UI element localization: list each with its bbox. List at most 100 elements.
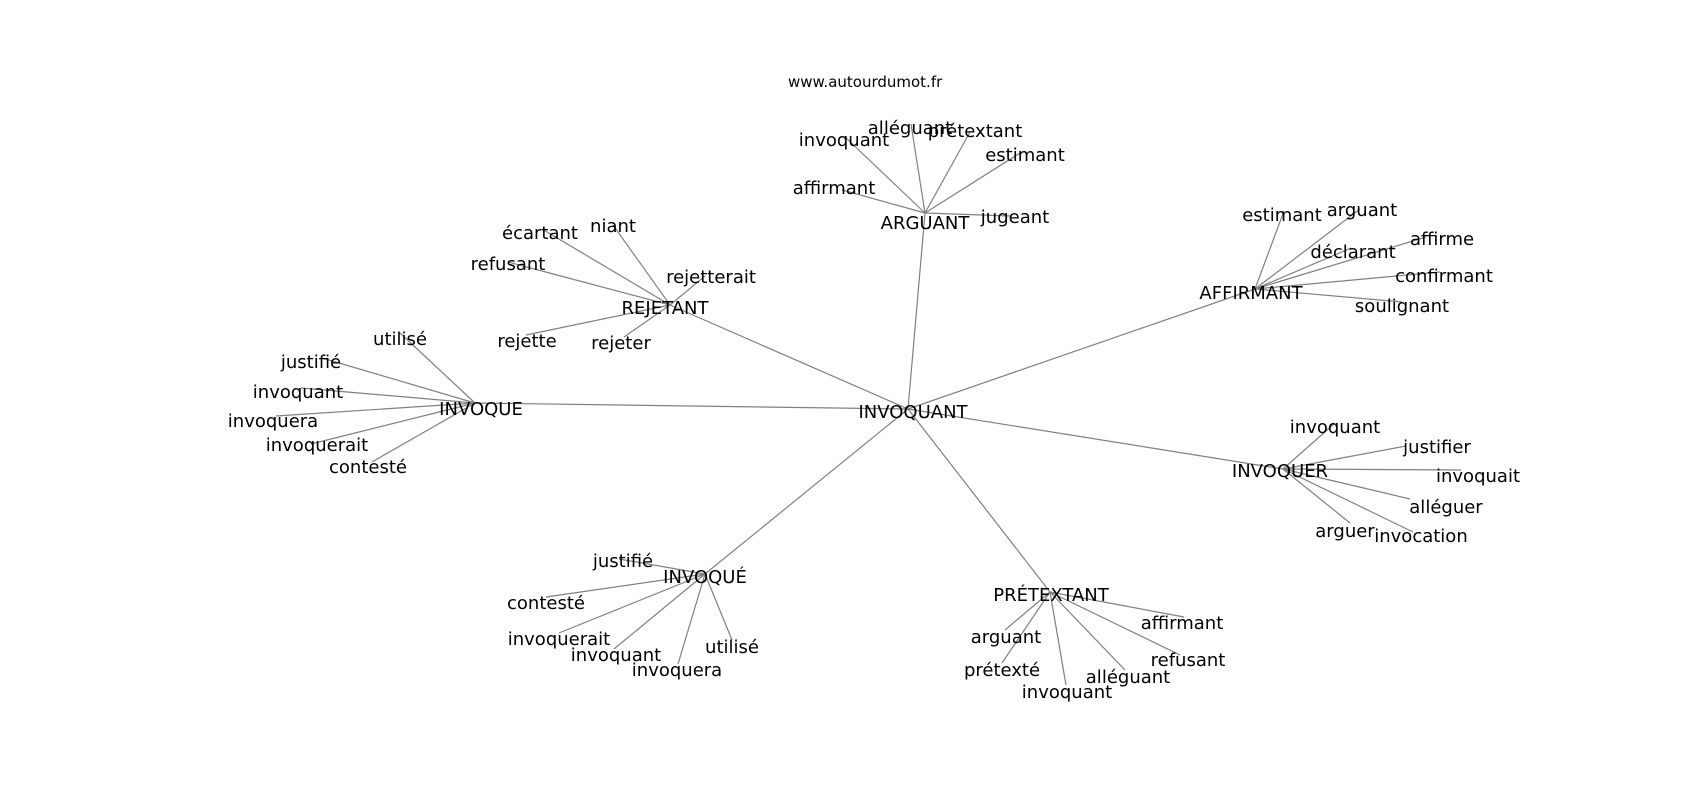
leaf-node-label-affirmant-estimant: estimant: [1242, 205, 1322, 226]
edge-invoque-invoquant: [300, 387, 476, 404]
edge-affirmant-arguant: [1254, 208, 1361, 290]
hub-node-label-pretextant: PRÉTEXTANT: [993, 584, 1109, 606]
edge-pretextant-invoquant: [1049, 591, 1067, 686]
edge-pretextant-arguant: [1004, 591, 1051, 631]
leaf-node-label-invoquer-alleguer: alléguer: [1409, 497, 1483, 518]
graph-edges: [275, 123, 1462, 686]
edge-pretextant-refusant: [1049, 591, 1181, 656]
edge-center-pretextant: [907, 408, 1051, 593]
edge-arguant-estimant: [924, 152, 1021, 214]
edge-affirmant-declarant: [1254, 247, 1352, 290]
leaf-node-label-invoquer-arguer: arguer: [1315, 521, 1375, 542]
leaf-node-label-invoque-conteste: contesté: [507, 593, 585, 614]
leaf-node-label-pretextant-affirmant: affirmant: [1141, 613, 1224, 634]
edge-invoque-invoquerait: [558, 573, 706, 634]
leaf-node-label-arguant-invoquant: invoquant: [799, 130, 889, 151]
edge-rejetant-ecartant: [541, 228, 671, 306]
edge-arguant-alleguant: [910, 123, 926, 214]
edge-invoquer-invoquant: [1282, 422, 1336, 470]
leaf-node-label-pretextant-alleguant: alléguant: [1086, 667, 1170, 688]
edge-invoque-invoquera: [275, 402, 476, 417]
edge-center-invoque: [474, 402, 909, 410]
leaf-node-label-invoque-invoquerait: invoquerait: [266, 435, 368, 456]
leaf-node-label-invoque-justifie: justifié: [592, 551, 653, 572]
leaf-node-label-pretextant-pretexte: prétexté: [964, 660, 1040, 681]
leaf-node-label-rejetant-ecartant: écartant: [502, 223, 578, 244]
leaf-node-label-invoque-justifie: justifié: [280, 352, 341, 373]
leaf-node-label-rejetant-refusant: refusant: [471, 254, 546, 275]
edge-invoque-conteste: [371, 402, 476, 463]
edge-rejetant-refusant: [507, 261, 671, 306]
leaf-node-label-invoquer-invoquait: invoquait: [1436, 466, 1520, 487]
edge-invoque-utilise: [399, 332, 476, 404]
edge-invoquer-justifier: [1282, 445, 1407, 470]
leaf-node-label-invoque-invoquerait: invoquerait: [508, 629, 610, 650]
leaf-node-label-rejetant-rejetterait: rejetterait: [666, 267, 756, 288]
edge-invoquer-invoquait: [1282, 468, 1462, 471]
leaf-node-label-invoquer-invocation: invocation: [1374, 526, 1467, 547]
edge-invoque-conteste: [545, 573, 706, 598]
edge-affirmant-soulignant: [1254, 288, 1403, 303]
edge-rejetant-rejette: [525, 304, 671, 336]
edge-pretextant-alleguant: [1049, 591, 1126, 671]
edge-center-invoque: [704, 408, 909, 575]
edge-arguant-affirmant: [841, 189, 926, 214]
leaf-node-label-invoquer-justifier: justifier: [1402, 437, 1471, 458]
leaf-node-label-affirmant-soulignant: soulignant: [1355, 296, 1449, 317]
edge-invoquer-arguer: [1282, 468, 1351, 524]
source-label: www.autourdumot.fr: [788, 73, 943, 91]
leaf-node-label-invoque-utilise: utilisé: [705, 637, 759, 658]
edge-center-rejetant: [669, 304, 909, 410]
leaf-node-label-invoque-invoquant: invoquant: [253, 382, 343, 403]
edge-invoque-invoquerait: [310, 402, 476, 445]
leaf-node-label-invoquer-invoquant: invoquant: [1290, 417, 1380, 438]
hub-node-label-affirmant: AFFIRMANT: [1199, 283, 1303, 304]
leaf-node-label-invoque-invoquera: invoquera: [228, 411, 318, 432]
leaf-node-label-arguant-pretextant: prétextant: [928, 121, 1023, 142]
edge-rejetant-niant: [612, 224, 671, 306]
edge-invoque-justifie: [618, 558, 706, 575]
leaf-node-label-affirmant-confirmant: confirmant: [1395, 266, 1493, 287]
leaf-node-label-invoque-utilise: utilisé: [373, 329, 427, 350]
leaf-node-label-invoque-invoquant: invoquant: [571, 645, 661, 666]
leaf-node-label-arguant-affirmant: affirmant: [793, 178, 876, 199]
edge-affirmant-affirme: [1254, 236, 1427, 290]
hub-node-label-invoquer: INVOQUER: [1232, 461, 1328, 482]
leaf-node-label-arguant-alleguant: alléguant: [868, 118, 952, 139]
edge-arguant-invoquant: [843, 135, 926, 214]
graph-labels: INVOQUANTARGUANTinvoquantalléguantprétex…: [228, 118, 1520, 703]
hub-node-label-rejetant: REJETANT: [622, 298, 710, 319]
edge-invoque-justifie: [321, 357, 476, 404]
leaf-node-label-invoque-conteste: contesté: [329, 457, 407, 478]
leaf-node-label-invoque-invoquera: invoquera: [632, 660, 722, 681]
leaf-node-label-arguant-estimant: estimant: [985, 145, 1065, 166]
edge-arguant-pretextant: [924, 131, 971, 214]
leaf-node-label-pretextant-invoquant: invoquant: [1022, 682, 1112, 703]
leaf-node-label-affirmant-affirme: affirme: [1410, 229, 1474, 250]
edge-invoque-utilise: [704, 573, 733, 641]
edge-invoque-invoquant: [613, 573, 706, 650]
hub-node-label-arguant: ARGUANT: [881, 213, 971, 234]
edge-center-affirmant: [907, 288, 1256, 410]
edge-affirmant-confirmant: [1254, 271, 1441, 290]
edge-arguant-jugeant: [924, 212, 1011, 217]
leaf-node-label-arguant-jugeant: jugeant: [980, 207, 1049, 228]
hub-node-label-invoque: INVOQUE: [439, 399, 523, 420]
leaf-node-label-rejetant-rejeter: rejeter: [591, 333, 651, 354]
leaf-node-label-pretextant-arguant: arguant: [971, 627, 1041, 648]
leaf-node-label-affirmant-arguant: arguant: [1327, 200, 1397, 221]
edge-invoquer-alleguer: [1282, 468, 1411, 500]
edge-pretextant-pretexte: [1001, 591, 1051, 664]
edge-rejetant-rejeter: [623, 304, 671, 338]
edge-center-invoquer: [907, 408, 1284, 470]
edge-invoquer-invocation: [1282, 468, 1414, 533]
edge-invoque-invoquera: [677, 573, 706, 665]
leaf-node-label-pretextant-refusant: refusant: [1151, 650, 1226, 671]
leaf-node-label-affirmant-declarant: déclarant: [1310, 242, 1395, 263]
edge-rejetant-rejetterait: [669, 275, 706, 306]
leaf-node-label-rejetant-rejette: rejette: [497, 331, 556, 352]
center-node-label: INVOQUANT: [858, 402, 968, 423]
edge-pretextant-affirmant: [1049, 591, 1185, 618]
edge-center-arguant: [907, 212, 926, 410]
